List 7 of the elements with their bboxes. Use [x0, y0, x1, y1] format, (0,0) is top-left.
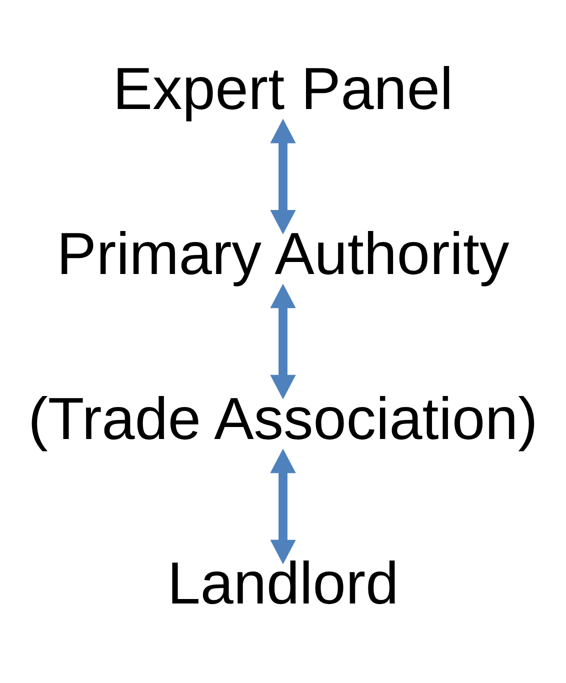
node-text: (Trade Association)	[28, 384, 538, 452]
arrow	[270, 118, 296, 234]
arrow	[270, 284, 296, 400]
node-text: Landlord	[167, 550, 399, 617]
arrow	[270, 448, 296, 564]
node-text: Primary Authority	[56, 220, 510, 287]
node-text: Expert Panel	[112, 54, 454, 122]
